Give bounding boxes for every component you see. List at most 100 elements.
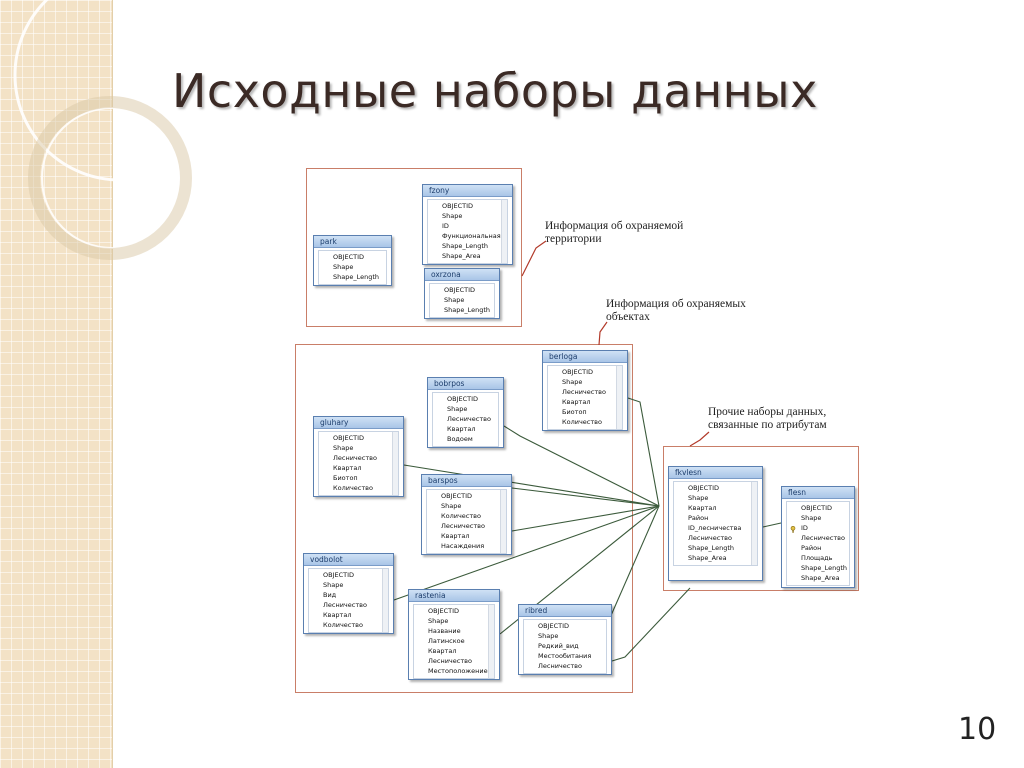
table-field: OBJECTID xyxy=(441,492,473,500)
table-field: Количество xyxy=(323,621,363,629)
table-field: Shape_Length xyxy=(442,242,489,250)
table-fields: OBJECTID Shape Лесничество Квартал Биото… xyxy=(547,365,623,430)
table-field: Shape xyxy=(688,494,709,502)
table-field: Shape xyxy=(444,296,465,304)
table-rastenia[interactable]: rastenia OBJECTID Shape Название Латинск… xyxy=(408,589,500,680)
table-fields: OBJECTID Shape Лесничество Квартал Водое… xyxy=(432,392,499,447)
leader-protected-objects xyxy=(598,321,608,346)
table-barspos[interactable]: barspos OBJECTID Shape Количество Леснич… xyxy=(421,474,512,555)
table-field: Вид xyxy=(323,591,337,599)
table-field: Лесничество xyxy=(441,522,485,530)
link-barspos-fkvlesn xyxy=(511,487,660,507)
slide-title: Исходные наборы данных xyxy=(172,64,818,118)
table-field: Количество xyxy=(441,512,481,520)
table-field: Shape xyxy=(333,444,354,452)
table-fields: OBJECTID Shape ID Функциональная Shape_L… xyxy=(427,199,508,264)
table-fields: OBJECTID Shape Редкий_вид Местообитания … xyxy=(523,619,607,674)
table-field: Латинское xyxy=(428,637,465,645)
table-name: ribred xyxy=(519,605,611,617)
annotation-protected-objects: Информация об охраняемых объектах xyxy=(606,298,746,324)
table-field: Квартал xyxy=(323,611,352,619)
link-barspos-fkvlesn-2 xyxy=(511,505,660,532)
table-field: Shape_Area xyxy=(688,554,727,562)
table-field: OBJECTID xyxy=(333,434,365,442)
table-field: Shape xyxy=(442,212,463,220)
table-field: Местоположение xyxy=(428,667,488,675)
table-field: OBJECTID xyxy=(447,395,479,403)
table-fields: OBJECTID Shape Лесничество Квартал Биото… xyxy=(318,431,399,496)
table-field: Район xyxy=(688,514,709,522)
table-field: Насаждения xyxy=(441,542,485,550)
table-field: Shape xyxy=(538,632,559,640)
table-park[interactable]: park OBJECTID Shape Shape_Length xyxy=(313,235,392,286)
table-fields: OBJECTID Shape Количество Лесничество Кв… xyxy=(426,489,507,554)
table-name: flesn xyxy=(782,487,854,499)
table-field: OBJECTID xyxy=(323,571,355,579)
table-fkvlesn[interactable]: fkvlesn OBJECTID Shape Квартал Район ID_… xyxy=(668,466,763,581)
table-scrollbar[interactable] xyxy=(751,482,757,565)
table-field: Площадь xyxy=(801,554,833,562)
table-scrollbar[interactable] xyxy=(500,490,506,553)
table-field: Shape xyxy=(333,263,354,271)
table-fields: OBJECTID Shape Shape_Length xyxy=(429,283,495,318)
table-field: Shape_Length xyxy=(801,564,848,572)
table-ribred[interactable]: ribred OBJECTID Shape Редкий_вид Местооб… xyxy=(518,604,612,675)
table-fields: OBJECTID Shape ID Лесничество Район Площ… xyxy=(786,501,850,586)
annotation-other: Прочие наборы данных, связанные по атриб… xyxy=(708,406,827,432)
table-field: Shape_Area xyxy=(442,252,481,260)
table-field: Квартал xyxy=(428,647,457,655)
annotation-line: Информация об охраняемых xyxy=(606,298,746,310)
table-scrollbar[interactable] xyxy=(616,366,622,429)
table-field: ID xyxy=(442,222,449,230)
table-bobrpos[interactable]: bobrpos OBJECTID Shape Лесничество Кварт… xyxy=(427,377,504,448)
table-field: Shape_Area xyxy=(801,574,840,582)
table-field: Водоем xyxy=(447,435,473,443)
table-field: OBJECTID xyxy=(444,286,476,294)
leader-protected-area xyxy=(521,240,547,277)
table-field: Лесничество xyxy=(428,657,472,665)
group-protected-area xyxy=(306,168,522,327)
table-field: OBJECTID xyxy=(333,253,365,261)
table-field: Лесничество xyxy=(801,534,845,542)
table-gluhary[interactable]: gluhary OBJECTID Shape Лесничество Кварт… xyxy=(313,416,404,497)
annotation-line: связанные по атрибутам xyxy=(708,419,827,431)
table-name: berloga xyxy=(543,351,627,363)
table-field: Квартал xyxy=(441,532,470,540)
leader-other xyxy=(689,431,710,447)
table-field: Биотоп xyxy=(562,408,587,416)
table-name: fkvlesn xyxy=(669,467,762,479)
table-vodbolot[interactable]: vodbolot OBJECTID Shape Вид Лесничество … xyxy=(303,553,394,634)
table-name: rastenia xyxy=(409,590,499,602)
table-scrollbar[interactable] xyxy=(382,569,388,632)
table-field: Shape_Length xyxy=(688,544,735,552)
table-field: Shape xyxy=(441,502,462,510)
table-oxrzona[interactable]: oxrzona OBJECTID Shape Shape_Length xyxy=(424,268,500,319)
table-name: gluhary xyxy=(314,417,403,429)
table-field: Квартал xyxy=(562,398,591,406)
table-name: bobrpos xyxy=(428,378,503,390)
table-field: Квартал xyxy=(447,425,476,433)
table-fzony[interactable]: fzony OBJECTID Shape ID Функциональная S… xyxy=(422,184,513,265)
table-field: Лесничество xyxy=(333,454,377,462)
table-field: Редкий_вид xyxy=(538,642,579,650)
table-flesn[interactable]: flesn OBJECTID Shape ID Лесничество Райо… xyxy=(781,486,855,588)
table-field: OBJECTID xyxy=(562,368,594,376)
table-scrollbar[interactable] xyxy=(501,200,507,263)
link-gluhary-fkvlesn xyxy=(403,464,660,507)
page-number: 10 xyxy=(958,712,997,747)
table-field: Функциональная xyxy=(442,232,501,240)
table-field: Лесничество xyxy=(323,601,367,609)
annotation-line: объектах xyxy=(606,311,650,323)
table-field: Название xyxy=(428,627,461,635)
table-field: Shape xyxy=(801,514,822,522)
table-scrollbar[interactable] xyxy=(488,605,494,678)
table-scrollbar[interactable] xyxy=(392,432,398,495)
annotation-line: территории xyxy=(545,233,602,245)
table-field-key: ID xyxy=(787,523,849,533)
decorative-rings xyxy=(13,0,200,260)
annotation-protected-area: Информация об охраняемой территории xyxy=(545,220,683,246)
table-berloga[interactable]: berloga OBJECTID Shape Лесничество Кварт… xyxy=(542,350,628,431)
table-field: Лесничество xyxy=(688,534,732,542)
table-field: Местообитания xyxy=(538,652,592,660)
table-field: Квартал xyxy=(688,504,717,512)
